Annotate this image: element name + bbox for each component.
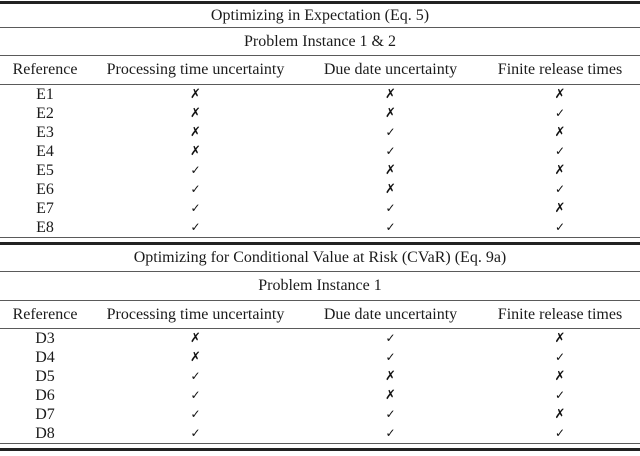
mark-cell: ✓ xyxy=(385,220,396,234)
section1-title: Optimizing in Expectation (Eq. 5) xyxy=(210,6,430,24)
mark-cell: ✓ xyxy=(385,350,396,364)
mark-cell: ✓ xyxy=(554,350,566,364)
mark-cell: ✓ xyxy=(554,426,566,440)
mark-cell: ✗ xyxy=(554,201,566,216)
table-row: E4 ✗ ✓ ✓ xyxy=(0,142,640,161)
mark-cell: ✗ xyxy=(554,407,566,422)
header-row: Reference Processing time uncertainty Du… xyxy=(0,301,640,329)
mark-cell: ✗ xyxy=(190,144,201,159)
reference-cell: D5 xyxy=(35,368,55,385)
reference-cell: D3 xyxy=(35,330,55,347)
horizontal-rule xyxy=(0,300,640,301)
section1-table: Reference Processing time uncertainty Du… xyxy=(0,56,640,237)
reference-cell: E7 xyxy=(36,200,54,217)
mark-cell: ✓ xyxy=(385,125,396,139)
separator-thick-rule xyxy=(0,242,640,245)
reference-cell: E5 xyxy=(36,162,54,179)
table-row: E2 ✗ ✗ ✓ xyxy=(0,104,640,123)
mark-cell: ✗ xyxy=(554,87,566,102)
mark-cell: ✓ xyxy=(190,388,201,402)
section2-table: Reference Processing time uncertainty Du… xyxy=(0,301,640,443)
mark-cell: ✗ xyxy=(554,331,566,346)
mark-cell: ✗ xyxy=(190,106,201,121)
table-row: D5 ✓ ✗ ✗ xyxy=(0,367,640,386)
table-row: D3 ✗ ✓ ✗ xyxy=(0,329,640,349)
reference-cell: D6 xyxy=(35,387,55,404)
mark-cell: ✓ xyxy=(190,407,201,421)
table-row: E8 ✓ ✓ ✓ xyxy=(0,218,640,237)
table-row: D6 ✓ ✗ ✓ xyxy=(0,386,640,405)
reference-cell: D4 xyxy=(35,349,55,366)
mark-cell: ✗ xyxy=(385,87,396,102)
mark-cell: ✗ xyxy=(385,388,396,403)
mark-cell: ✓ xyxy=(190,182,201,196)
column-header-reference: Reference xyxy=(0,301,90,329)
table-row: D8 ✓ ✓ ✓ xyxy=(0,424,640,443)
table-row: E5 ✓ ✗ ✗ xyxy=(0,161,640,180)
column-header-release: Finite release times xyxy=(480,301,640,329)
mark-cell: ✓ xyxy=(554,106,566,120)
table-row: E6 ✓ ✗ ✓ xyxy=(0,180,640,199)
mark-cell: ✗ xyxy=(190,125,201,140)
mark-cell: ✓ xyxy=(385,426,396,440)
reference-cell: E3 xyxy=(36,124,54,141)
mark-cell: ✓ xyxy=(385,201,396,215)
mark-cell: ✗ xyxy=(385,182,396,197)
table-row: E3 ✗ ✓ ✗ xyxy=(0,123,640,142)
column-header-duedate: Due date uncertainty xyxy=(301,301,480,329)
column-header-processing: Processing time uncertainty xyxy=(90,301,301,329)
section2-subtitle: Problem Instance 1 xyxy=(258,277,382,294)
horizontal-rule xyxy=(0,271,640,272)
header-row: Reference Processing time uncertainty Du… xyxy=(0,56,640,85)
mark-cell: ✗ xyxy=(385,369,396,384)
reference-cell: E4 xyxy=(36,143,54,160)
mark-cell: ✗ xyxy=(554,125,566,140)
mark-cell: ✗ xyxy=(190,331,201,346)
reference-cell: E2 xyxy=(36,105,54,122)
separator-thin-rule xyxy=(0,237,640,238)
section2-title: Optimizing for Conditional Value at Risk… xyxy=(133,249,507,266)
mark-cell: ✓ xyxy=(190,426,201,440)
mark-cell: ✗ xyxy=(190,87,201,102)
bottom-thick-rule xyxy=(0,448,640,451)
mark-cell: ✓ xyxy=(190,201,201,215)
bottom-thin-rule xyxy=(0,443,640,444)
table-row: E7 ✓ ✓ ✗ xyxy=(0,199,640,218)
horizontal-rule xyxy=(0,55,640,56)
mark-cell: ✗ xyxy=(385,163,396,178)
horizontal-rule xyxy=(0,27,640,28)
column-header-processing: Processing time uncertainty xyxy=(90,56,301,85)
reference-cell: E6 xyxy=(36,181,54,198)
reference-cell: E8 xyxy=(36,219,54,236)
mark-cell: ✓ xyxy=(554,182,566,196)
bottom-gap xyxy=(0,444,640,448)
top-rule xyxy=(0,1,640,4)
mark-cell: ✓ xyxy=(554,388,566,402)
mark-cell: ✓ xyxy=(385,407,396,421)
table-row: D4 ✗ ✓ ✓ xyxy=(0,348,640,367)
column-header-duedate: Due date uncertainty xyxy=(301,56,480,85)
mark-cell: ✓ xyxy=(385,331,396,345)
reference-cell: E1 xyxy=(36,86,54,103)
mark-cell: ✗ xyxy=(554,369,566,384)
mark-cell: ✗ xyxy=(554,163,566,178)
separator-gap xyxy=(0,238,640,242)
reference-cell: D8 xyxy=(35,425,55,442)
section1-subtitle: Problem Instance 1 & 2 xyxy=(244,32,396,50)
mark-cell: ✓ xyxy=(385,144,396,158)
column-header-reference: Reference xyxy=(0,56,90,85)
mark-cell: ✓ xyxy=(554,144,566,158)
reference-cell: D7 xyxy=(35,406,55,423)
column-header-release: Finite release times xyxy=(480,56,640,85)
mark-cell: ✗ xyxy=(385,106,396,121)
table-row: E1 ✗ ✗ ✗ xyxy=(0,85,640,105)
table-row: D7 ✓ ✓ ✗ xyxy=(0,405,640,424)
mark-cell: ✓ xyxy=(190,163,201,177)
mark-cell: ✓ xyxy=(554,220,566,234)
mark-cell: ✗ xyxy=(190,350,201,365)
mark-cell: ✓ xyxy=(190,220,201,234)
mark-cell: ✓ xyxy=(190,369,201,383)
